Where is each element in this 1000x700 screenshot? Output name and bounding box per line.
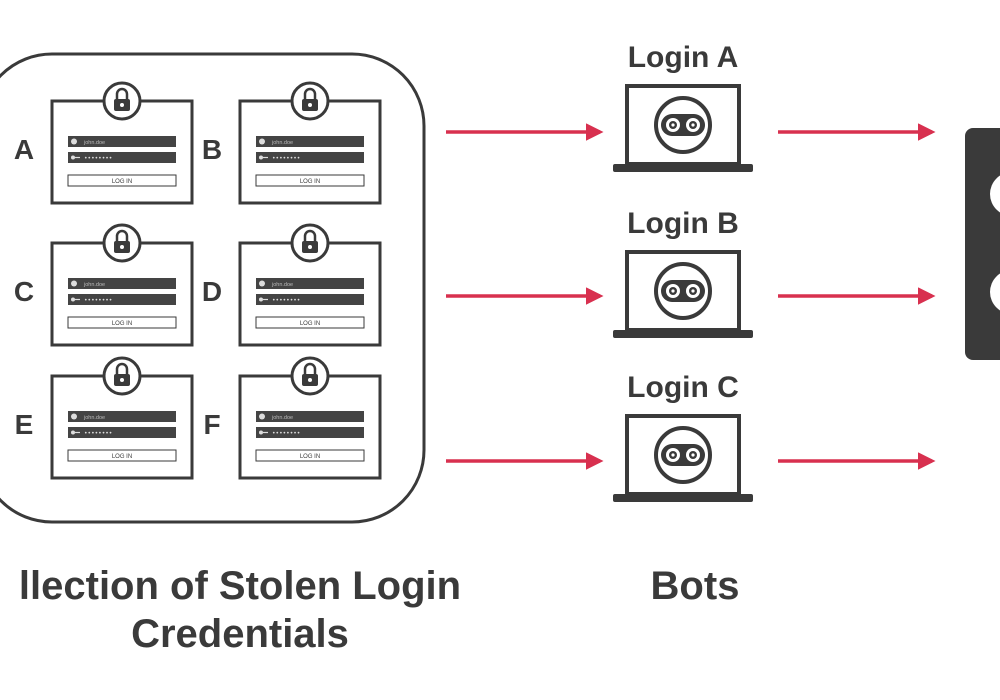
user-icon bbox=[259, 280, 265, 287]
padlock-icon bbox=[102, 356, 142, 396]
user-icon bbox=[259, 138, 265, 145]
credentials-collection-box bbox=[0, 52, 426, 524]
password-field bbox=[68, 294, 176, 305]
username-value: john.doe bbox=[83, 140, 105, 146]
user-icon bbox=[71, 413, 77, 420]
bot-label: Login C bbox=[627, 371, 739, 404]
padlock-icon bbox=[290, 356, 330, 396]
padlock-icon bbox=[102, 81, 142, 121]
key-icon bbox=[71, 297, 80, 302]
robot-face-icon bbox=[654, 426, 712, 484]
password-value: •••••••• bbox=[272, 297, 300, 304]
bot-login-a: Login A bbox=[613, 41, 753, 172]
username-field bbox=[68, 278, 176, 289]
bot-login-c: Login C bbox=[613, 371, 753, 502]
password-field bbox=[68, 152, 176, 163]
card-letter: D bbox=[202, 276, 222, 307]
user-icon bbox=[71, 280, 77, 287]
user-icon bbox=[259, 413, 265, 420]
log-in-button bbox=[255, 174, 365, 187]
card-letter: E bbox=[15, 409, 34, 440]
target-server-icon bbox=[965, 128, 1000, 360]
username-field bbox=[256, 136, 364, 147]
username-value: john.doe bbox=[271, 282, 293, 288]
collection-caption: llection of Stolen Login Credentials bbox=[0, 562, 600, 658]
user-icon bbox=[71, 138, 77, 145]
username-field bbox=[256, 278, 364, 289]
log-in-button bbox=[67, 449, 177, 462]
password-value: •••••••• bbox=[84, 297, 112, 304]
log-in-button-label: LOG IN bbox=[300, 454, 320, 460]
log-in-button-label: LOG IN bbox=[112, 454, 132, 460]
password-value: •••••••• bbox=[272, 155, 300, 162]
key-icon bbox=[259, 297, 268, 302]
card-letter: B bbox=[202, 134, 222, 165]
key-icon bbox=[71, 430, 80, 435]
bot-label: Login A bbox=[628, 41, 739, 74]
password-field bbox=[68, 427, 176, 438]
card-letter: A bbox=[14, 134, 34, 165]
log-in-button bbox=[255, 316, 365, 329]
log-in-button bbox=[67, 174, 177, 187]
bot-label: Login B bbox=[627, 207, 739, 240]
padlock-icon bbox=[290, 223, 330, 263]
username-field bbox=[68, 136, 176, 147]
username-field bbox=[256, 411, 364, 422]
password-field bbox=[256, 294, 364, 305]
log-in-button bbox=[255, 449, 365, 462]
username-value: john.doe bbox=[271, 415, 293, 421]
card-letter: F bbox=[203, 409, 220, 440]
bot-login-b: Login B bbox=[613, 207, 753, 338]
username-field bbox=[68, 411, 176, 422]
key-icon bbox=[259, 430, 268, 435]
username-value: john.doe bbox=[271, 140, 293, 146]
robot-face-icon bbox=[654, 96, 712, 154]
log-in-button-label: LOG IN bbox=[112, 179, 132, 185]
robot-face-icon bbox=[654, 262, 712, 320]
padlock-icon bbox=[290, 81, 330, 121]
username-value: john.doe bbox=[83, 282, 105, 288]
password-value: •••••••• bbox=[272, 430, 300, 437]
padlock-icon bbox=[102, 223, 142, 263]
collection-caption-line1: llection of Stolen Login bbox=[18, 564, 462, 608]
log-in-button bbox=[67, 316, 177, 329]
password-value: •••••••• bbox=[84, 430, 112, 437]
username-value: john.doe bbox=[83, 415, 105, 421]
collection-caption-line2: Credentials bbox=[131, 612, 349, 656]
bots-caption: Bots bbox=[650, 564, 740, 608]
log-in-button-label: LOG IN bbox=[300, 179, 320, 185]
key-icon bbox=[259, 155, 268, 160]
card-letter: C bbox=[14, 276, 34, 307]
password-field bbox=[256, 427, 364, 438]
password-value: •••••••• bbox=[84, 155, 112, 162]
log-in-button-label: LOG IN bbox=[112, 321, 132, 327]
log-in-button-label: LOG IN bbox=[300, 321, 320, 327]
password-field bbox=[256, 152, 364, 163]
key-icon bbox=[71, 155, 80, 160]
